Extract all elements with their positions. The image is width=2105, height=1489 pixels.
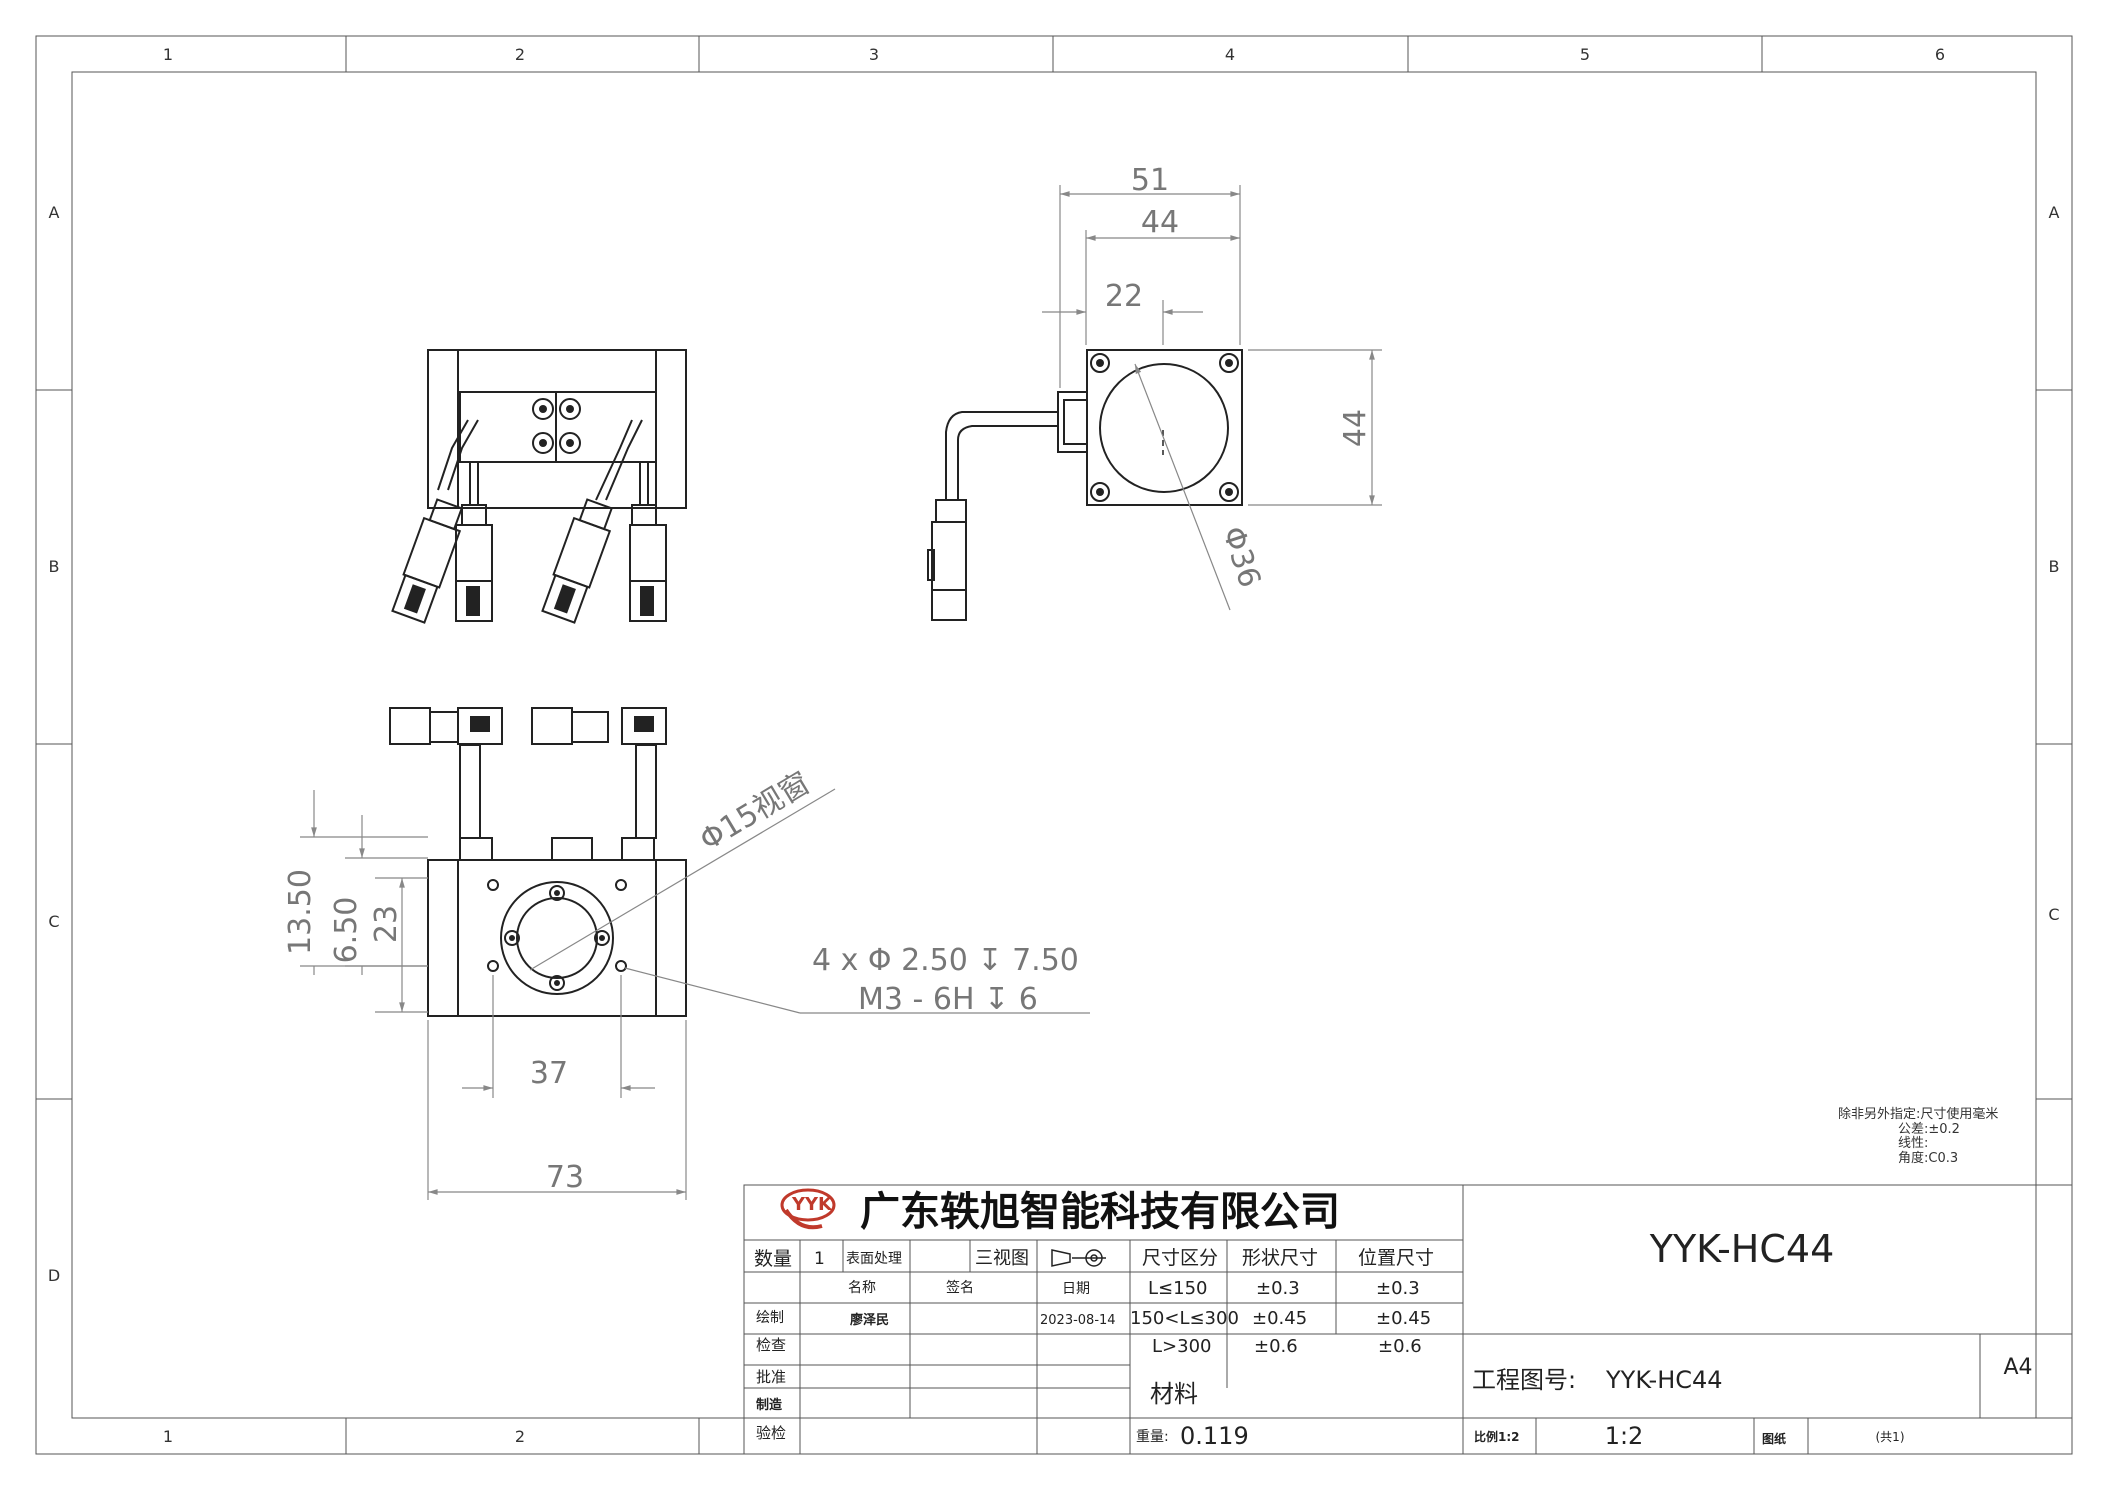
zone-row-a-left: A bbox=[49, 203, 60, 222]
zone-row-a-right: A bbox=[2049, 203, 2060, 222]
three-view-label: 三视图 bbox=[975, 1248, 1029, 1269]
drawing-no-label: 工程图号: bbox=[1472, 1366, 1576, 1394]
make-label: 制造 bbox=[756, 1397, 783, 1413]
paper-size: A4 bbox=[2003, 1355, 2032, 1380]
zone-1: L≤150 bbox=[1148, 1278, 1207, 1299]
company-logo: YYK bbox=[780, 1188, 836, 1230]
zone-row-d-left: D bbox=[48, 1266, 60, 1285]
note-linear: 线性: bbox=[1898, 1136, 1928, 1151]
zone-col-3: 3 bbox=[869, 45, 879, 64]
dimension-lines bbox=[300, 185, 1382, 1200]
zone-bottom-col-1: 1 bbox=[163, 1427, 173, 1446]
dimension-texts: 51 44 22 44 Φ36 Φ15视窗 13.50 6.50 23 37 7… bbox=[283, 163, 1373, 1195]
zone-col-5: 5 bbox=[1580, 45, 1590, 64]
dim-44-width: 44 bbox=[1141, 205, 1179, 240]
zone-labels: 1 2 3 4 5 6 1 2 A B C D A B C bbox=[48, 45, 2060, 1446]
dim-6-50: 6.50 bbox=[329, 897, 364, 964]
drawing-no: YYK-HC44 bbox=[1605, 1366, 1723, 1394]
draw-date: 2023-08-14 bbox=[1040, 1313, 1116, 1328]
surface-label: 表面处理 bbox=[846, 1251, 902, 1267]
form-tol-label: 形状尺寸 bbox=[1242, 1247, 1318, 1269]
weight-label: 重量: bbox=[1136, 1429, 1169, 1445]
sign-label: 签名 bbox=[946, 1279, 974, 1296]
weight-value: 0.119 bbox=[1180, 1422, 1249, 1450]
dim-zone-label: 尺寸区分 bbox=[1142, 1247, 1218, 1269]
company-name: 广东轶旭智能科技有限公司 bbox=[860, 1189, 1340, 1235]
projection-symbol-icon bbox=[1051, 1249, 1106, 1267]
part-name: YYK-HC44 bbox=[1649, 1227, 1835, 1271]
qty-label: 数量 bbox=[754, 1248, 792, 1270]
side-view bbox=[927, 349, 1243, 621]
note-units: 除非另外指定:尺寸使用毫米 bbox=[1838, 1106, 1998, 1122]
zone-row-b-right: B bbox=[2049, 557, 2060, 576]
zone-1-form: ±0.3 bbox=[1256, 1278, 1300, 1299]
dim-22: 22 bbox=[1105, 279, 1143, 314]
general-notes: 除非另外指定:尺寸使用毫米 公差:±0.2 线性: 角度:C0.3 bbox=[1838, 1106, 1998, 1166]
drawer-name: 廖泽民 bbox=[850, 1312, 889, 1328]
zone-2-pos: ±0.45 bbox=[1376, 1308, 1431, 1329]
zone-col-1: 1 bbox=[163, 45, 173, 64]
zone-row-c-left: C bbox=[48, 912, 59, 931]
zone-col-2: 2 bbox=[515, 45, 525, 64]
dim-73: 73 bbox=[546, 1160, 584, 1195]
zone-3-form: ±0.6 bbox=[1254, 1336, 1298, 1357]
zone-col-6: 6 bbox=[1935, 45, 1945, 64]
zone-2: 150<L≤300 bbox=[1130, 1308, 1239, 1329]
note-angle: 角度:C0.3 bbox=[1898, 1150, 1958, 1166]
note-tolerance: 公差:±0.2 bbox=[1898, 1122, 1960, 1137]
pos-tol-label: 位置尺寸 bbox=[1358, 1247, 1434, 1269]
zone-3-pos: ±0.6 bbox=[1378, 1336, 1422, 1357]
approve-label: 批准 bbox=[756, 1368, 786, 1386]
sheet-count: (共1) bbox=[1876, 1430, 1905, 1444]
zone-2-form: ±0.45 bbox=[1252, 1308, 1307, 1329]
zone-bottom-col-2: 2 bbox=[515, 1427, 525, 1446]
scale-label: 比例1:2 bbox=[1474, 1429, 1520, 1444]
zone-row-b-left: B bbox=[49, 557, 60, 576]
dim-diameter-36: Φ36 bbox=[1215, 522, 1267, 592]
qty-value: 1 bbox=[814, 1249, 825, 1269]
material-label: 材料 bbox=[1150, 1380, 1198, 1408]
zone-3: L>300 bbox=[1152, 1336, 1211, 1357]
zone-row-c-right: C bbox=[2048, 905, 2059, 924]
hole-note-1: 4 x Φ 2.50 ↧ 7.50 bbox=[812, 943, 1079, 978]
bottom-view bbox=[389, 707, 687, 1017]
name-label: 名称 bbox=[848, 1280, 876, 1296]
dim-23: 23 bbox=[369, 905, 404, 943]
dim-51: 51 bbox=[1131, 163, 1169, 198]
dim-44-height: 44 bbox=[1338, 409, 1373, 447]
sheet-label: 图纸 bbox=[1762, 1431, 1786, 1446]
scale-value: 1:2 bbox=[1605, 1422, 1644, 1450]
zone-col-4: 4 bbox=[1225, 45, 1235, 64]
logo-text: YYK bbox=[791, 1194, 833, 1215]
dim-window-15: Φ15视窗 bbox=[694, 765, 816, 858]
zone-1-pos: ±0.3 bbox=[1376, 1278, 1420, 1299]
inspect-label: 验检 bbox=[756, 1424, 786, 1442]
front-view bbox=[391, 349, 687, 624]
check-label: 检查 bbox=[756, 1336, 786, 1354]
draw-label: 绘制 bbox=[756, 1310, 784, 1326]
hole-note-2: M3 - 6H ↧ 6 bbox=[858, 982, 1038, 1017]
dim-13-50: 13.50 bbox=[283, 869, 318, 955]
date-label: 日期 bbox=[1062, 1281, 1090, 1297]
title-block: YYK 广东轶旭智能科技有限公司 数量 1 表面处理 三视图 尺寸区分 形状尺寸… bbox=[743, 1184, 2073, 1455]
dim-37: 37 bbox=[530, 1056, 568, 1091]
